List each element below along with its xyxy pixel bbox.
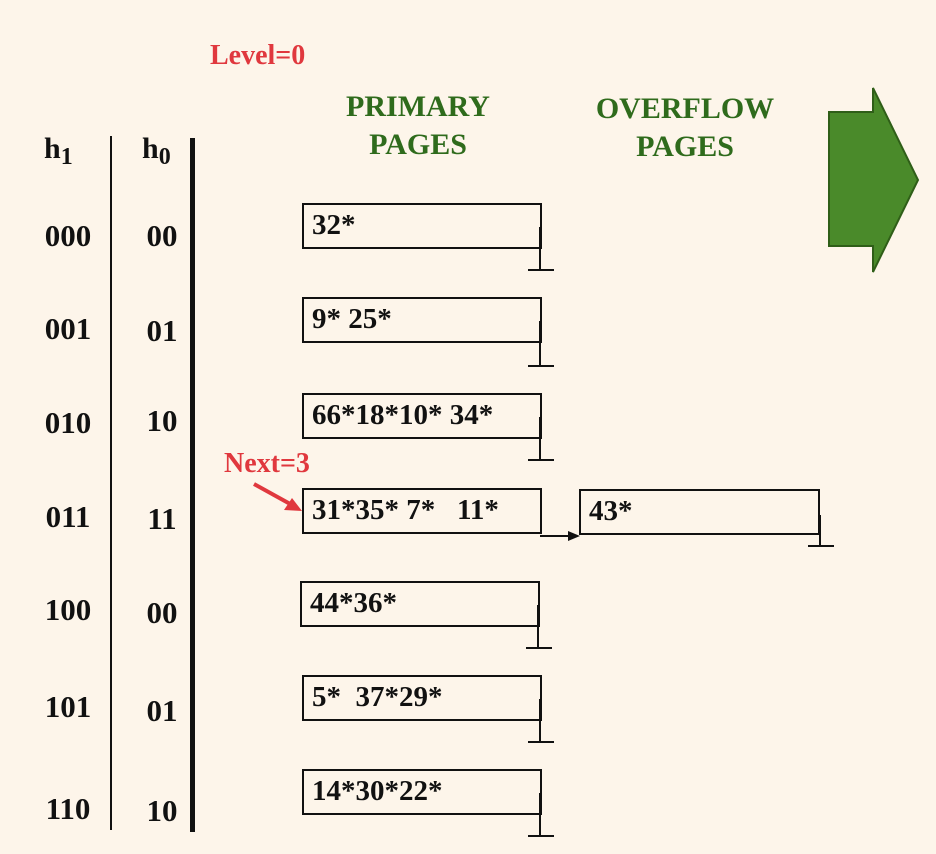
h0-label-letter: h: [142, 132, 159, 165]
h1-value: 010: [44, 405, 92, 440]
null-pointer-icon: [528, 699, 554, 743]
next-pointer-arrow: [253, 482, 302, 511]
h1-value: 000: [44, 218, 92, 253]
overflow-bucket: 43*: [579, 489, 820, 535]
h1-value: 110: [45, 791, 91, 826]
h1-label-sub: 1: [60, 144, 73, 170]
next-pointer-label: Next=3: [224, 448, 310, 479]
h0-value: 01: [146, 313, 178, 348]
h1-value: 001: [44, 311, 92, 346]
overflow-link-arrow: [540, 531, 580, 541]
h1-value: 100: [44, 592, 92, 627]
primary-bucket: 66*18*10* 34*: [302, 393, 542, 439]
null-pointer-icons: [526, 227, 834, 837]
h0-value: 10: [146, 793, 178, 828]
null-pointer-icon: [528, 417, 554, 461]
primary-bucket: 44*36*: [300, 581, 540, 627]
h0-value: 11: [147, 501, 177, 536]
h1-value: 011: [45, 499, 91, 534]
h0-value: 01: [146, 693, 178, 728]
h0-value: 10: [146, 403, 178, 438]
null-pointer-icon: [526, 605, 552, 649]
primary-bucket: 14*30*22*: [302, 769, 542, 815]
next-slide-arrow-icon: [828, 87, 920, 273]
primary-bucket: 5* 37*29*: [302, 675, 542, 721]
h1-value: 101: [44, 689, 92, 724]
level-label: Level=0: [210, 40, 306, 71]
h1-column-label: h1: [44, 132, 73, 171]
overflow-header-line-1: OVERFLOW: [595, 92, 775, 125]
overflow-pages-header: OVERFLOW PAGES: [570, 90, 800, 166]
null-pointer-icon: [528, 321, 554, 367]
primary-bucket: 32*: [302, 203, 542, 249]
h0-column-label: h0: [142, 132, 171, 171]
null-pointer-icon: [808, 515, 834, 547]
null-pointer-icon: [528, 793, 554, 837]
primary-bucket: 9* 25*: [302, 297, 542, 343]
overflow-header-line-2: PAGES: [636, 130, 734, 163]
h0-label-sub: 0: [158, 144, 171, 170]
h0-value: 00: [146, 595, 178, 630]
primary-bucket-next: 31*35* 7* 11*: [302, 488, 542, 534]
h1-h0-divider: [110, 136, 112, 830]
primary-header-line-1: PRIMARY: [346, 90, 490, 123]
h0-value: 00: [146, 218, 178, 253]
primary-header-line-2: PAGES: [369, 128, 467, 161]
null-pointer-icon: [528, 227, 554, 271]
h1-label-letter: h: [44, 132, 61, 165]
primary-pages-header: PRIMARY PAGES: [318, 88, 518, 164]
directory-divider: [190, 138, 195, 832]
